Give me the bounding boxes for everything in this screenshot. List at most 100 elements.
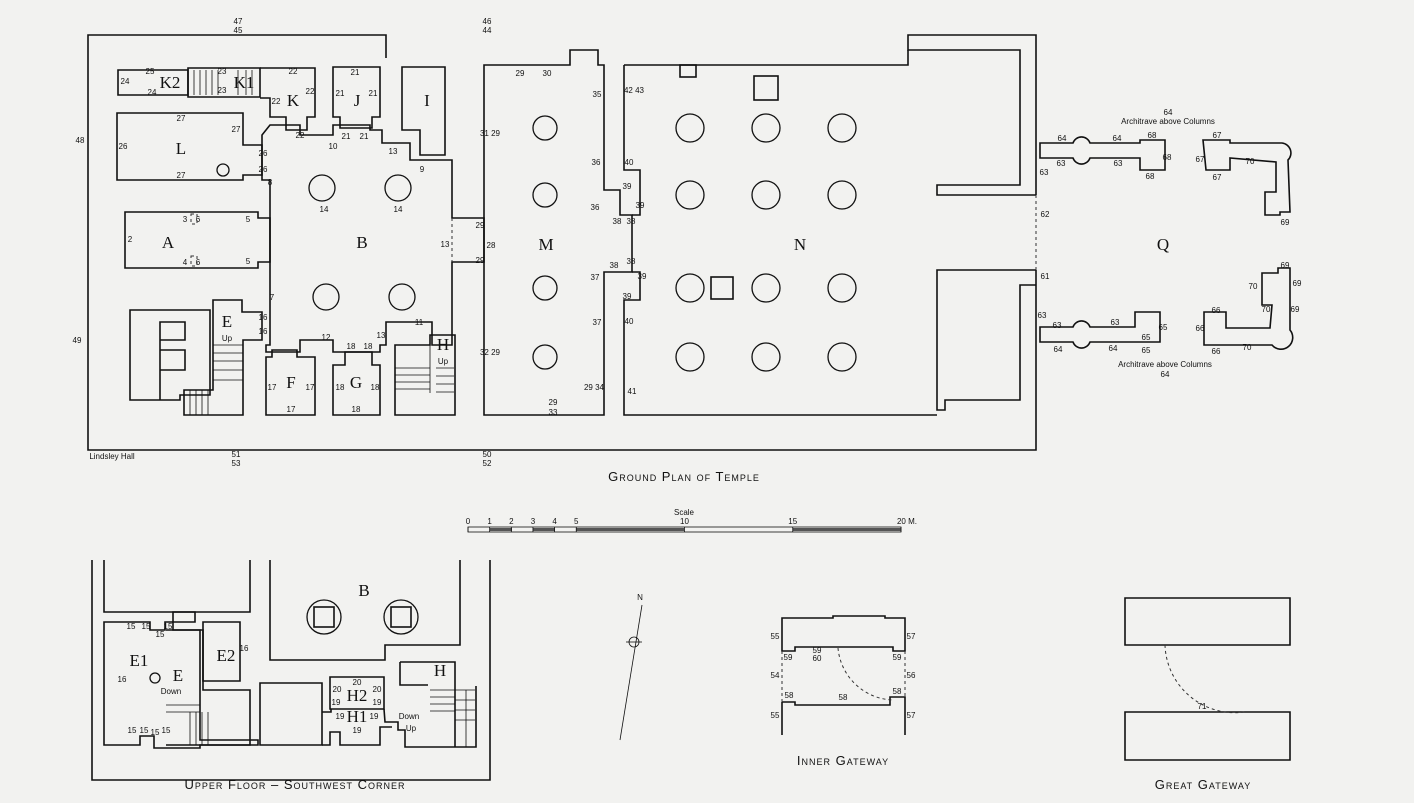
dimension-label: 19 (370, 712, 379, 721)
dimension-label: 36 (592, 158, 601, 167)
great-gateway-title: Great Gateway (1155, 777, 1252, 792)
dimension-label: 19 (332, 698, 341, 707)
dimension-label: Up (222, 334, 233, 343)
dimension-label: 29 (476, 256, 485, 265)
dimension-label: 60 (813, 654, 822, 663)
dimension-label: 23 (218, 67, 227, 76)
dimension-label: 65 (1142, 333, 1151, 342)
room-label: Q (1157, 235, 1169, 254)
room-label: E (222, 312, 232, 331)
hall-m (483, 49, 633, 416)
ground-plan-title: Ground Plan of Temple (608, 469, 760, 484)
dimension-label: 38 (613, 217, 622, 226)
dimension-label: 6 (196, 215, 201, 224)
dimension-label: 16 (118, 675, 127, 684)
dimension-label: 64 (1109, 344, 1118, 353)
dimension-label: 15 (142, 622, 151, 631)
dimension-label: 30 (543, 69, 552, 78)
dimension-label: 57 (907, 711, 916, 720)
scale-tick-label: 1 (487, 517, 492, 526)
dimension-label: 67 (1213, 173, 1222, 182)
dimension-label: 58 (893, 687, 902, 696)
dimension-label: 15 (128, 726, 137, 735)
dimension-label: 32 29 (480, 348, 501, 357)
dimension-label: 40 (625, 158, 634, 167)
dimension-label: 19 (373, 698, 382, 707)
dimension-label: 64 (1164, 108, 1173, 117)
outer-wall-east (907, 34, 1037, 196)
scale-title: Scale (674, 508, 695, 517)
great-gateway-plan: 71 Great Gateway (1124, 597, 1291, 792)
dimension-label: Up (438, 357, 449, 366)
dimension-label: 65 (1142, 346, 1151, 355)
column (751, 180, 781, 210)
dimension-label: 63 (1114, 159, 1123, 168)
dimension-label: 21 (369, 89, 378, 98)
dimension-label: 66 (1212, 347, 1221, 356)
dimension-label: 19 (336, 712, 345, 721)
niche-outline (190, 213, 198, 267)
dimension-label: 65 (1159, 323, 1168, 332)
dimension-label: 55 (771, 711, 780, 720)
room-label: A (162, 233, 175, 252)
dimension-label: 44 (483, 26, 492, 35)
column (751, 273, 781, 303)
column (675, 113, 705, 143)
dimension-label: 22 (306, 87, 315, 96)
dimension-label: 58 (785, 691, 794, 700)
dimension-label: 26 (259, 149, 268, 158)
column (675, 342, 705, 372)
dimension-label: 18 (364, 342, 373, 351)
dimension-label: 63 (1040, 168, 1049, 177)
stair-h (395, 345, 454, 393)
dimension-label: 7 (270, 293, 275, 302)
square-pier (710, 276, 734, 300)
dimension-label: 50 (483, 450, 492, 459)
dimension-label: 13 (441, 240, 450, 249)
column (827, 342, 857, 372)
dimension-label: 24 (121, 77, 130, 86)
dimension-label: 39 (638, 272, 647, 281)
dimension-label: 61 (1041, 272, 1050, 281)
dimension-label: 69 (1291, 305, 1300, 314)
room-a (124, 211, 271, 269)
room-label: I (424, 91, 430, 110)
dimension-label: Lindsley Hall (89, 452, 135, 461)
dimension-label: 16 (259, 313, 268, 322)
stair-e (189, 344, 243, 415)
dimension-label: Down (399, 712, 419, 721)
north-label: N (637, 593, 643, 602)
dimension-label: 29 (549, 398, 558, 407)
dimension-label: 22 (272, 97, 281, 106)
dimension-label: 45 (234, 26, 243, 35)
dimension-label: 66 (1196, 324, 1205, 333)
outer-wall (87, 34, 1037, 451)
dimension-label: 69 (1293, 279, 1302, 288)
column (827, 273, 857, 303)
dimension-label: 8 (268, 178, 273, 187)
room-label: L (176, 139, 186, 158)
dimension-label: 70 (1246, 157, 1255, 166)
dimension-label: 20 (333, 685, 342, 694)
dimension-label: 57 (907, 632, 916, 641)
dimension-label: 49 (73, 336, 82, 345)
dimension-label: 27 (177, 171, 186, 180)
room-label: M (538, 235, 553, 254)
dimension-label: Architrave above Columns (1121, 117, 1215, 126)
dimension-label: 15 (156, 630, 165, 639)
column (827, 180, 857, 210)
column (532, 344, 558, 370)
court-b-wall (261, 124, 485, 353)
column (827, 113, 857, 143)
dimension-label: 67 (1196, 155, 1205, 164)
room-k1-stair (187, 67, 261, 98)
inner-gateway-title: Inner Gateway (797, 753, 889, 768)
dimension-label: 64 (1113, 134, 1122, 143)
dimension-label: 37 (591, 273, 600, 282)
dimension-label: 14 (320, 205, 329, 214)
dimension-label: 28 (487, 241, 496, 250)
dimension-label: 63 (1038, 311, 1047, 320)
